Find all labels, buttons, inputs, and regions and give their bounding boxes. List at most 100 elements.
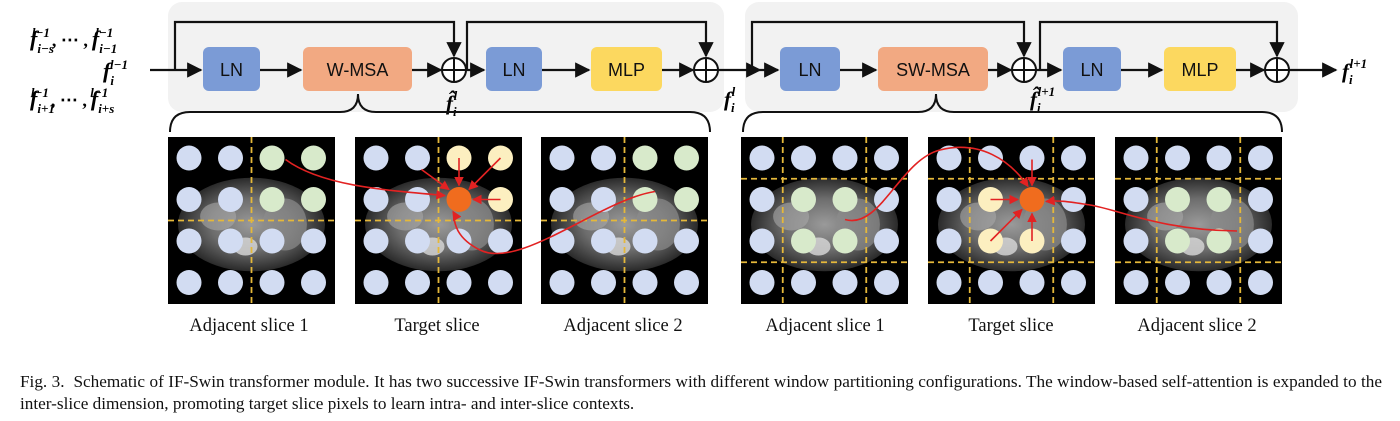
- patch-token: [1248, 187, 1273, 212]
- svg-text:LN: LN: [798, 60, 821, 80]
- svg-text:fi−sl−1, ⋯ ,fi−1l−1: fi−sl−1, ⋯ ,fi−1l−1: [30, 25, 117, 56]
- patch-token: [488, 228, 513, 254]
- patch-token: [218, 228, 243, 254]
- caption-text: Schematic of IF-Swin transformer module.…: [20, 372, 1382, 413]
- slice-panels: [168, 137, 1282, 304]
- patch-token: [1206, 270, 1232, 295]
- svg-text:LN: LN: [220, 60, 243, 80]
- attention-arrow: [421, 168, 450, 191]
- patch-token: [749, 187, 775, 212]
- attention-arrow: [468, 157, 502, 191]
- svg-text:LN: LN: [502, 60, 525, 80]
- patch-token: [1206, 228, 1232, 254]
- w-msa-block: W-MSA: [303, 47, 412, 91]
- patch-token: [1061, 228, 1086, 254]
- patch-token: [1165, 270, 1190, 295]
- patch-token: [1019, 270, 1045, 295]
- patch-token: [832, 228, 858, 254]
- panel-label-3: Adjacent slice 2: [563, 316, 682, 336]
- svg-text:SW-MSA: SW-MSA: [896, 60, 970, 80]
- svg-text:fil+1: fil+1: [1342, 56, 1367, 87]
- svg-text:fil: fil: [724, 84, 736, 115]
- brace-right-module: [742, 93, 1283, 133]
- panel-labels: Adjacent slice 1 Target slice Adjacent s…: [189, 316, 1256, 336]
- slice-panel-6: [1115, 137, 1282, 304]
- ln-block-3: LN: [780, 47, 840, 91]
- ln-block-4: LN: [1063, 47, 1121, 91]
- patch-token: [591, 145, 616, 171]
- ln-block-2: LN: [486, 47, 542, 91]
- residual-add-3: [1011, 57, 1037, 83]
- panel-label-5: Target slice: [968, 316, 1053, 336]
- patch-token: [176, 145, 202, 171]
- patch-token: [301, 228, 326, 254]
- patch-token: [549, 270, 575, 295]
- patch-token: [749, 145, 775, 171]
- patch-token: [1165, 187, 1190, 212]
- patch-token: [1123, 187, 1149, 212]
- patch-token: [176, 228, 202, 254]
- residual-add-1: [441, 57, 467, 83]
- patch-token: [791, 145, 816, 171]
- patch-token: [1061, 145, 1086, 171]
- mid-feature-label-right: f̂il+1: [1030, 84, 1055, 115]
- patch-token: [978, 270, 1003, 295]
- patch-token: [874, 228, 899, 254]
- patch-token: [832, 187, 858, 212]
- query-token: [1019, 187, 1045, 212]
- patch-token: [632, 270, 658, 295]
- patch-token: [874, 187, 899, 212]
- patch-token: [632, 145, 658, 171]
- patch-token: [936, 228, 962, 254]
- svg-text:LN: LN: [1080, 60, 1103, 80]
- patch-token: [488, 270, 513, 295]
- input-label-current-slice: fil−1: [103, 57, 128, 88]
- attention-arrow-from-adjacent-2: [1045, 195, 1238, 232]
- patch-token: [874, 145, 899, 171]
- attention-arrow-from-adjacent-1: [285, 158, 446, 200]
- caption-label: Fig. 3.: [20, 372, 65, 391]
- attention-arrow: [989, 208, 1023, 242]
- svg-text:f̂il: f̂il: [446, 88, 458, 119]
- patch-token: [1206, 145, 1232, 171]
- patch-token: [549, 145, 575, 171]
- patch-token: [749, 228, 775, 254]
- patch-token: [1248, 270, 1273, 295]
- patch-token: [791, 228, 816, 254]
- patch-token: [218, 145, 243, 171]
- residual-add-4: [1264, 57, 1290, 83]
- brace-left-module: [169, 93, 711, 133]
- patch-token: [446, 270, 472, 295]
- attention-arrow-from-adjacent-1: [844, 146, 1029, 222]
- patch-token: [874, 270, 899, 295]
- patch-token: [259, 187, 285, 212]
- patch-token: [176, 270, 202, 295]
- between-feature-label: fil: [724, 84, 736, 115]
- input-label-following-slices: fi+1l−1, ⋯ ,fi+sl−1: [30, 85, 114, 116]
- patch-token: [363, 187, 389, 212]
- patch-token: [791, 270, 816, 295]
- patch-token: [632, 228, 658, 254]
- patch-token: [218, 270, 243, 295]
- patch-token: [301, 187, 326, 212]
- patch-token: [674, 228, 699, 254]
- slice-panel-3: [541, 137, 708, 304]
- panel-label-4: Adjacent slice 1: [765, 316, 884, 336]
- patch-token: [591, 270, 616, 295]
- panel-label-6: Adjacent slice 2: [1137, 316, 1256, 336]
- patch-token: [674, 270, 699, 295]
- patch-token: [363, 270, 389, 295]
- patch-token: [632, 187, 658, 212]
- patch-token: [1165, 145, 1190, 171]
- figure-caption: Fig. 3. Schematic of IF-Swin transformer…: [20, 371, 1382, 415]
- patch-token: [674, 145, 699, 171]
- patch-token: [549, 228, 575, 254]
- residual-add-2: [693, 57, 719, 83]
- patch-token: [1061, 270, 1086, 295]
- patch-token: [549, 187, 575, 212]
- patch-token: [1206, 187, 1232, 212]
- ln-block-1: LN: [203, 47, 260, 91]
- patch-token: [259, 228, 285, 254]
- svg-text:fi+1l−1, ⋯ ,fi+sl−1: fi+1l−1, ⋯ ,fi+sl−1: [30, 85, 114, 116]
- mid-feature-label-left: f̂il: [446, 88, 458, 119]
